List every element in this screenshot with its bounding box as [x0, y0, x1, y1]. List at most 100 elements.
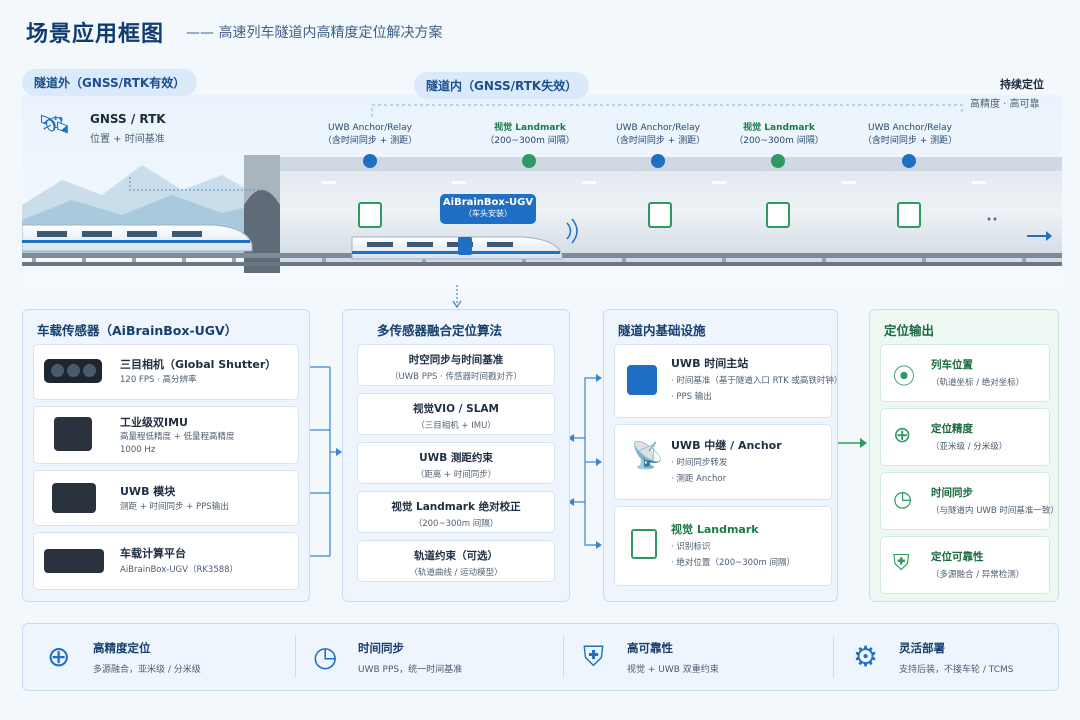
clock-icon: ◷ — [893, 487, 913, 512]
sensor-desc: 测距 + 时间同步 + PPS输出 — [120, 502, 229, 512]
algorithm-desc: （距离 + 时间同步） — [415, 470, 497, 480]
output-desc: （亚米级 / 分米级） — [931, 442, 1008, 452]
algorithm-step: 视觉 Landmark 绝对校正 （200~300m 间隔） — [357, 491, 555, 533]
sensor-name: 车载计算平台 — [120, 547, 186, 560]
output-name: 定位可靠性 — [931, 551, 984, 563]
page-subtitle: —— 高速列车隧道内高精度定位解决方案 — [186, 25, 443, 41]
sensor-name: UWB 模块 — [120, 485, 176, 498]
output-title: 定位输出 — [884, 323, 935, 338]
output-desc: （轨道坐标 / 绝对坐标） — [931, 378, 1025, 388]
gear-icon: ⚙ — [853, 640, 879, 673]
feature-bar: ⊕ 高精度定位 多源融合，亚米级 / 分米级 ◷ 时间同步 UWB PPS，统一… — [22, 623, 1059, 691]
gnss-title: GNSS / RTK — [90, 112, 166, 126]
output-desc: （多源融合 / 异常检测） — [931, 570, 1025, 580]
sensor-name: 工业级双IMU — [120, 416, 188, 429]
infra-line: · 识别标识 — [671, 542, 711, 552]
infra-line: · 时间基准（基于隧道入口 RTK 或高铁时钟） — [671, 376, 843, 386]
anchor-label-2: UWB Anchor/Relay （含时间同步 + 测距） — [608, 122, 708, 148]
anchor-label-1: UWB Anchor/Relay （含时间同步 + 测距） — [320, 122, 420, 148]
fusion-panel: 多传感器融合定位算法 时空同步与时间基准 （UWB PPS · 传感器时间戳对齐… — [342, 309, 570, 602]
landmark-ceiling-icons — [522, 154, 785, 168]
crosshair-icon: ⊕ — [893, 423, 912, 448]
train-inside — [351, 218, 578, 260]
gnss-subtitle: 位置 + 时间基准 — [90, 134, 165, 145]
algorithm-name: 轨道约束（可选） — [414, 550, 498, 562]
infra-line: · 时间同步转发 — [671, 458, 728, 468]
sensor-desc: 1000 Hz — [120, 445, 156, 455]
infra-line: · 绝对位置（200~300m 间隔） — [671, 558, 795, 568]
crosshair-icon: ⊕ — [47, 640, 71, 673]
feature-desc: 多源融合，亚米级 / 分米级 — [93, 665, 201, 675]
infra-name: 视觉 Landmark — [671, 523, 759, 536]
infra-title: 隧道内基础设施 — [618, 323, 706, 338]
inside-tunnel-label: 隧道内（GNSS/RTK失效） — [414, 72, 590, 99]
algorithm-name: 时空同步与时间基准 — [408, 354, 504, 366]
infra-name: UWB 中继 / Anchor — [671, 439, 782, 452]
tunnel-scene — [22, 95, 1062, 290]
output-desc: （与隧道内 UWB 时间基准一致） — [931, 506, 1059, 516]
infra-row: UWB 时间主站 · 时间基准（基于隧道入口 RTK 或高铁时钟） · PPS … — [614, 344, 842, 418]
device-title: AiBrainBox-UGV — [442, 197, 534, 208]
landmark-label-1: 视觉 Landmark （200~300m 间隔） — [480, 122, 580, 148]
anchor-title: UWB Anchor/Relay — [867, 123, 952, 133]
anchor-label-3: UWB Anchor/Relay （含时间同步 + 测距） — [860, 122, 960, 148]
algorithm-desc: （三目相机 + IMU） — [416, 421, 496, 431]
clock-icon: ◷ — [313, 640, 338, 673]
algorithm-desc: （UWB PPS · 传感器时间戳对齐） — [390, 372, 522, 382]
landmark-icon — [631, 529, 657, 559]
feature-desc: 支持后装，不接车轮 / TCMS — [899, 665, 1014, 675]
sensor-row: UWB 模块 测距 + 时间同步 + PPS输出 — [33, 470, 299, 526]
infra-line: · 测距 Anchor — [671, 474, 727, 484]
algorithm-desc: （轨道曲线 / 运动模型） — [409, 568, 503, 578]
algorithm-name: 视觉VIO / SLAM — [413, 403, 499, 415]
feature-desc: 视觉 + UWB 双重约束 — [627, 665, 719, 675]
output-panel: 定位输出 ⦿ 列车位置 （轨道坐标 / 绝对坐标） ⊕ 定位精度 （亚米级 / … — [869, 309, 1059, 602]
feature-name: 时间同步 — [358, 641, 404, 655]
feature-name: 高精度定位 — [93, 641, 151, 655]
landmark-sub: （200~300m 间隔） — [485, 136, 575, 146]
algorithm-desc: （200~300m 间隔） — [413, 519, 499, 529]
camera-icon — [44, 359, 102, 383]
feature-name: 灵活部署 — [899, 641, 945, 655]
location-pin-icon: ⦿ — [893, 365, 916, 390]
algorithm-name: 视觉 Landmark 绝对校正 — [391, 501, 521, 513]
antenna-icon: 📡 — [631, 441, 664, 471]
feature-desc: UWB PPS，统一时间基准 — [358, 665, 463, 675]
sensor-name: 三目相机（Global Shutter） — [120, 358, 277, 371]
fusion-title: 多传感器融合定位算法 — [377, 323, 503, 338]
shield-check-icon: ⛨ — [893, 551, 910, 576]
infrastructure-panel: 隧道内基础设施 UWB 时间主站 · 时间基准（基于隧道入口 RTK 或高铁时钟… — [603, 309, 842, 602]
sensor-desc: AiBrainBox-UGV（RK3588） — [120, 565, 239, 575]
tunnel-scene-graphic — [22, 95, 1062, 290]
infra-name: UWB 时间主站 — [671, 357, 749, 370]
sensor-row: 车载计算平台 AiBrainBox-UGV（RK3588） — [33, 532, 299, 590]
anchor-title: UWB Anchor/Relay — [327, 123, 412, 133]
train-outside — [22, 224, 253, 252]
landmark-title: 视觉 Landmark — [494, 123, 566, 133]
output-row: ⛨ 定位可靠性 （多源融合 / 异常检测） — [880, 536, 1050, 594]
output-row: ⦿ 列车位置 （轨道坐标 / 绝对坐标） — [880, 344, 1050, 402]
landmark-icon — [358, 202, 921, 228]
imu-icon — [54, 417, 92, 451]
device-callout: AiBrainBox-UGV （车头安装） — [440, 194, 536, 224]
feature-name: 高可靠性 — [627, 641, 673, 655]
output-name: 定位精度 — [931, 423, 973, 435]
page-title: 场景应用框图 — [26, 22, 165, 47]
landmark-sub: （200~300m 间隔） — [734, 136, 824, 146]
continuous-title: 持续定位 — [1000, 78, 1044, 91]
output-name: 列车位置 — [931, 359, 973, 371]
sensors-panel: 车载传感器（AiBrainBox-UGV） 三目相机（Global Shutte… — [22, 309, 310, 602]
uwb-anchor-icons — [363, 154, 916, 168]
sensor-row: 工业级双IMU 高量程低精度 + 低量程高精度 1000 Hz — [33, 406, 299, 464]
output-row: ◷ 时间同步 （与隧道内 UWB 时间基准一致） — [880, 472, 1059, 530]
sensor-desc: 120 FPS · 高分辨率 — [120, 375, 197, 385]
cube-icon — [627, 365, 657, 395]
algorithm-name: UWB 测距约束 — [419, 452, 493, 464]
algorithm-step: 时空同步与时间基准 （UWB PPS · 传感器时间戳对齐） — [357, 344, 555, 386]
infra-line: · PPS 输出 — [671, 392, 712, 402]
output-name: 时间同步 — [931, 487, 973, 499]
continuous-subtitle: 高精度 · 高可靠 — [970, 99, 1040, 110]
device-sub: （车头安装） — [464, 209, 512, 218]
satellite-icon: 🛰 — [38, 110, 72, 140]
algorithm-step: UWB 测距约束 （距离 + 时间同步） — [357, 442, 555, 484]
